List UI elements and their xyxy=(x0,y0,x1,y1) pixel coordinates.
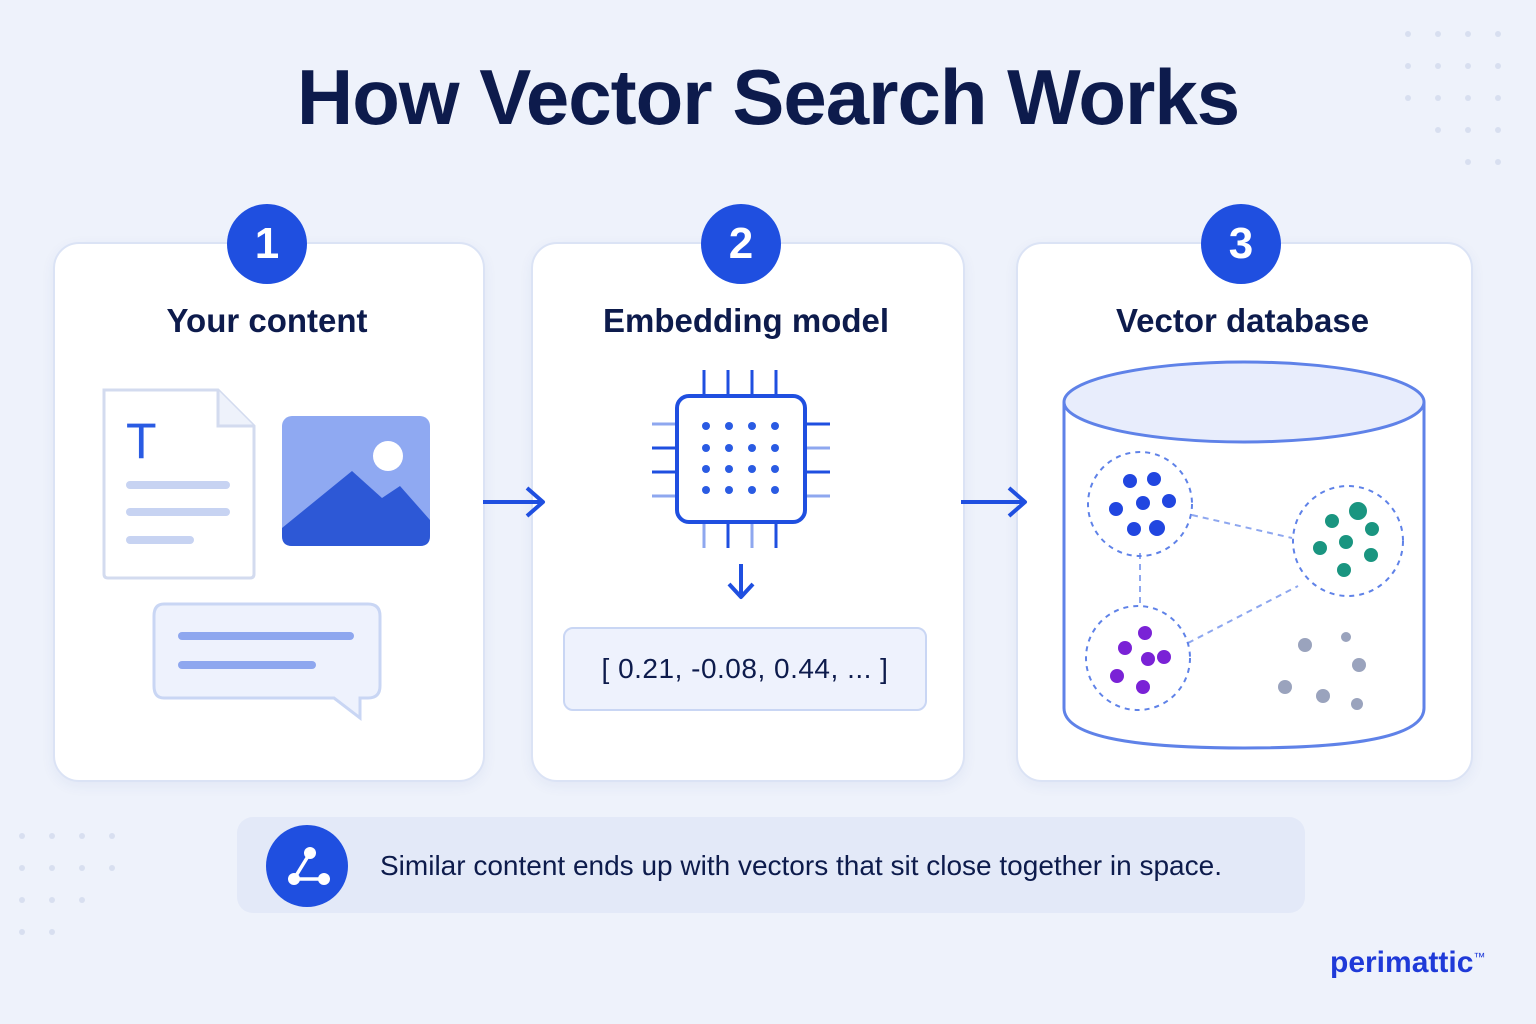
document-icon: T xyxy=(102,388,256,580)
dot-grid-bottom-left xyxy=(19,833,115,935)
step-badge-3: 3 xyxy=(1201,204,1281,284)
chat-bubble-icon xyxy=(152,602,382,722)
chip-icon xyxy=(652,370,830,548)
arrow-right-icon xyxy=(483,486,545,518)
step-title-3: Vector database xyxy=(1115,302,1370,339)
embedding-vector-output: [ 0.21, -0.08, 0.44, ... ] xyxy=(563,627,927,711)
step-badge-2: 2 xyxy=(701,204,781,284)
teal-cluster xyxy=(1313,502,1379,577)
gray-points xyxy=(1278,632,1366,710)
purple-cluster xyxy=(1110,626,1171,694)
footer-note-text: Similar content ends up with vectors tha… xyxy=(380,850,1222,881)
brand-logo: perimattic™ xyxy=(1330,946,1486,979)
page-title: How Vector Search Works xyxy=(296,53,1240,141)
footer-note-bar xyxy=(237,817,1305,913)
database-icon xyxy=(1062,360,1426,750)
document-letter: T xyxy=(126,413,157,469)
arrow-right-icon xyxy=(961,486,1027,518)
arrow-down-icon xyxy=(727,564,755,599)
step-title-1: Your content xyxy=(166,302,368,339)
network-icon xyxy=(266,825,348,907)
step-title-2: Embedding model xyxy=(602,302,889,339)
dot-grid-top-right xyxy=(1405,31,1501,165)
image-icon xyxy=(282,416,430,546)
blue-cluster xyxy=(1109,472,1176,536)
step-badge-1: 1 xyxy=(227,204,307,284)
